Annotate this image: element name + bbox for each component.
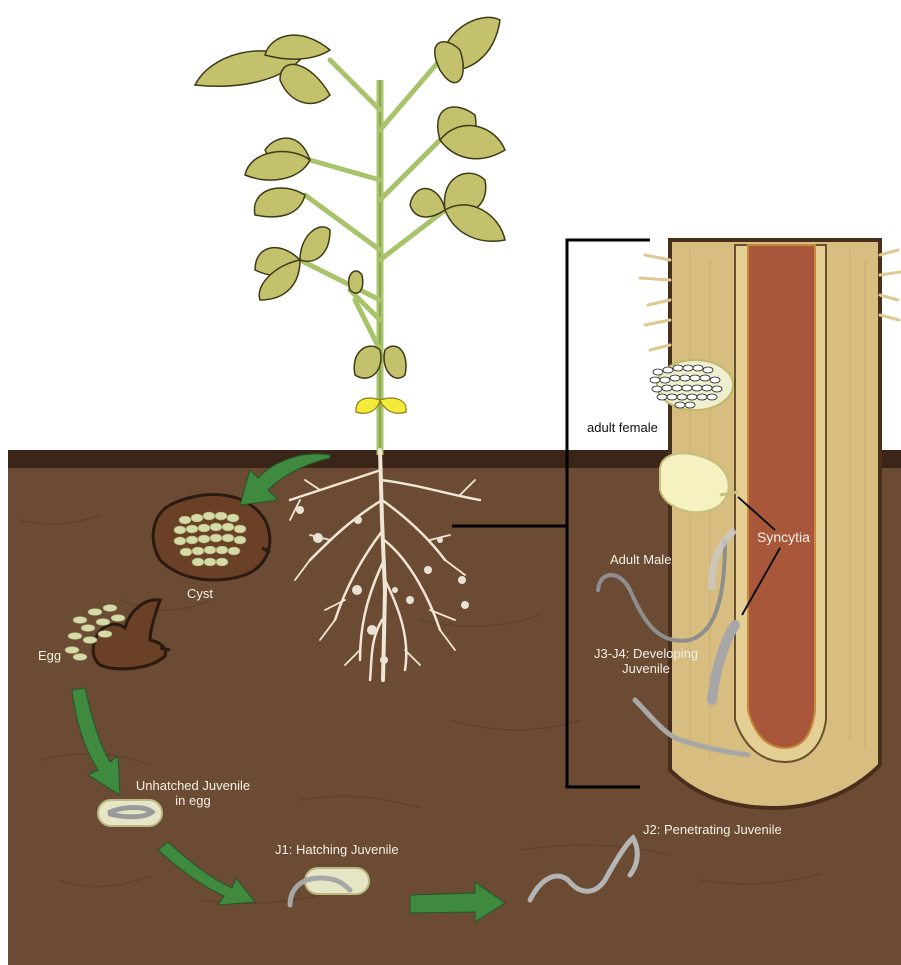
label-j3-j4: J3-J4: Developing Juvenile (580, 646, 712, 676)
adult-female-egg-mass (650, 360, 733, 410)
label-adult-female: adult female (587, 420, 658, 435)
cotyledon-right (380, 398, 406, 413)
cotyledon-left (356, 398, 380, 413)
label-cyst: Cyst (187, 586, 213, 601)
leaf (280, 64, 330, 103)
label-unhatched-line2: in egg (118, 793, 268, 808)
label-unhatched-juvenile: Unhatched Juvenile in egg (118, 778, 268, 808)
label-j3-j4-line1: J3-J4: Developing (580, 646, 712, 661)
leaf (445, 205, 505, 241)
label-j1: J1: Hatching Juvenile (275, 842, 399, 857)
leaf (265, 35, 330, 59)
leaf (384, 346, 406, 378)
leaf (440, 126, 505, 159)
label-j3-j4-line2: Juvenile (580, 661, 712, 676)
leaf (300, 227, 330, 261)
plant-shoot (195, 17, 505, 455)
label-egg: Egg (38, 648, 61, 663)
leaf (245, 152, 310, 180)
cyst (153, 495, 270, 580)
label-adult-male: Adult Male (610, 552, 671, 567)
leaf (410, 189, 445, 217)
label-syncytia: Syncytia (757, 530, 810, 545)
root-cross-section (640, 240, 900, 808)
label-j2: J2: Penetrating Juvenile (643, 822, 782, 837)
leaf (254, 188, 305, 217)
leaf (349, 271, 363, 293)
label-unhatched-line1: Unhatched Juvenile (118, 778, 268, 793)
